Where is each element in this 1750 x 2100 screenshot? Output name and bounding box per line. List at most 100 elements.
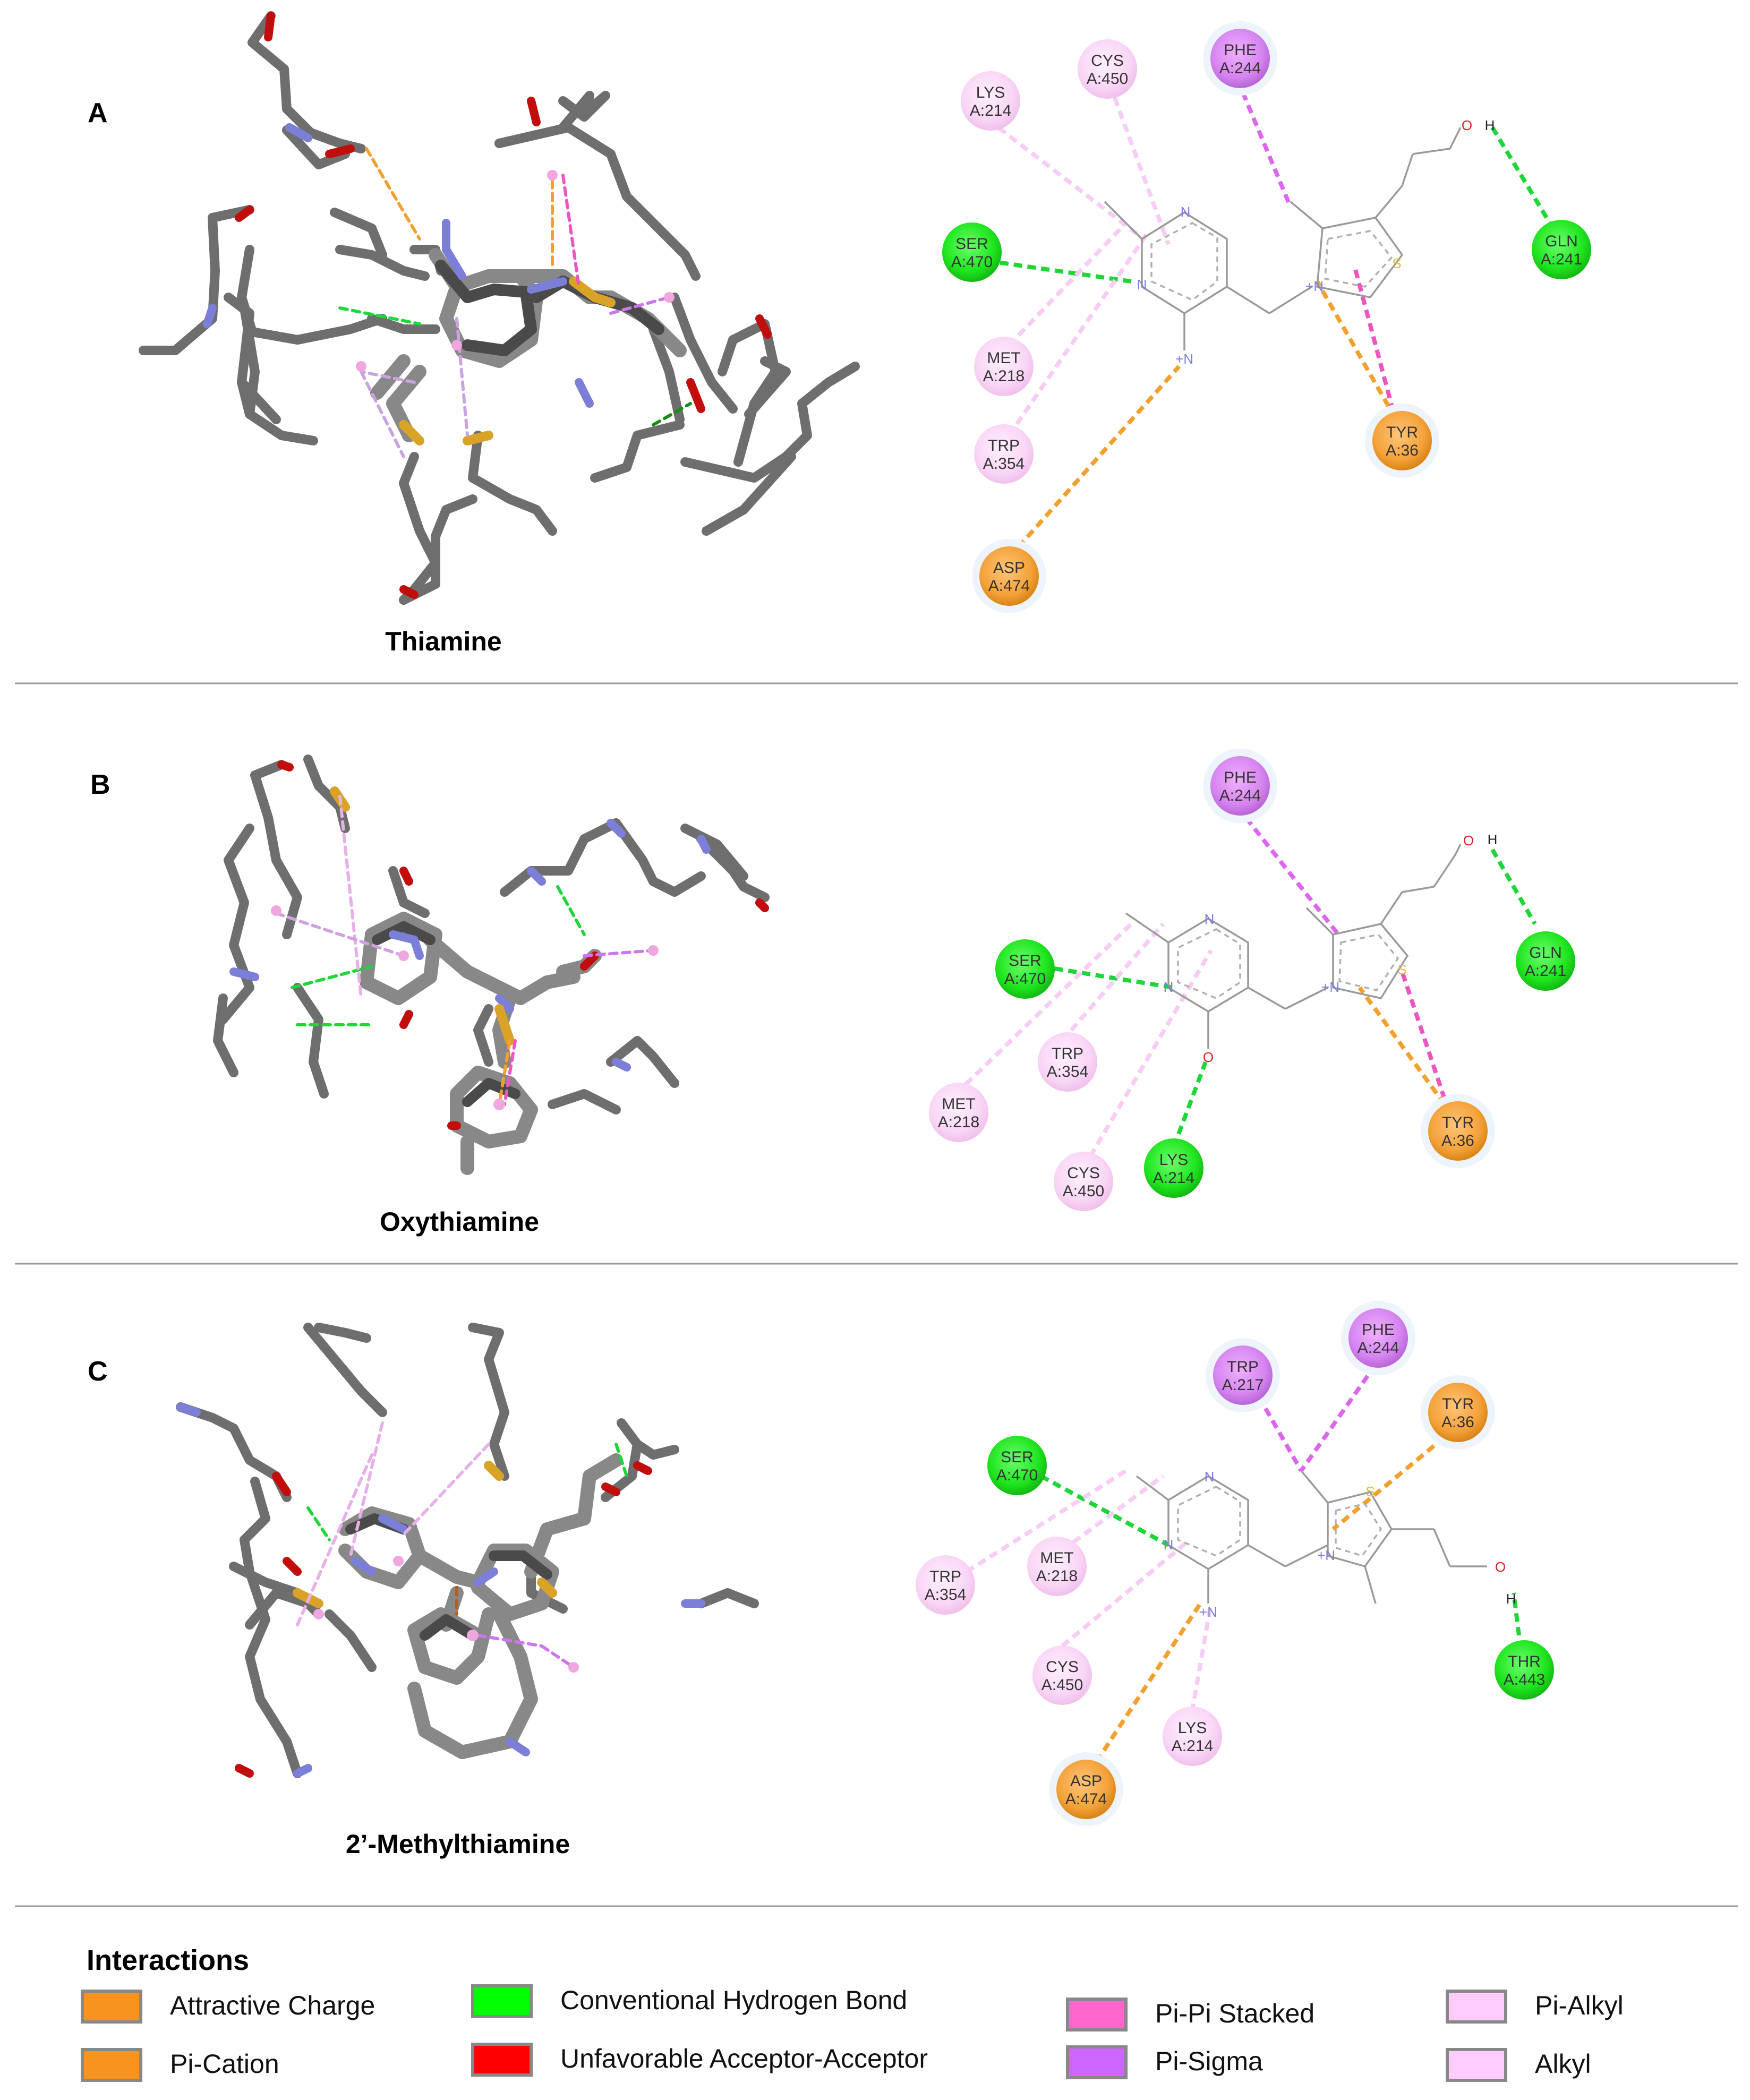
legend-item-pi-sigma: Pi-Sigma — [1066, 2045, 1263, 2079]
panel-a-residues: LYSA:214CYSA:450PHEA:244SERA:470GLNA:241… — [942, 21, 1591, 613]
panel-b-2d-map: N N O +N S O H PHEA:244SERA:470GLNA:241T… — [929, 749, 1575, 1211]
panel-a-2d-map: N N +N +N S O H LYSA:214CYSA:450PHEA:244… — [942, 21, 1591, 613]
residue-id: A:36 — [1386, 442, 1419, 459]
panel-letter-c: C — [88, 1356, 108, 1387]
atom-h-b: H — [1488, 832, 1498, 847]
residue-id: A:244 — [1219, 787, 1261, 804]
residue-id: A:354 — [925, 1586, 966, 1604]
panel-c-3d-render — [176, 1323, 759, 1778]
residue-name: LYS — [976, 84, 1005, 101]
residue-id: A:36 — [1441, 1413, 1474, 1431]
legend-item-pi-alkyl: Pi-Alkyl — [1446, 1990, 1624, 2024]
residue-disc — [1163, 1707, 1222, 1766]
atom-n2-b: N — [1164, 979, 1174, 995]
link-phe244-b — [1235, 805, 1341, 936]
residue-disc — [1213, 1345, 1273, 1405]
legend-item-attractive-charge: Attractive Charge — [81, 1990, 375, 2024]
residue-name: ASP — [1070, 1772, 1102, 1790]
residue-name: TRP — [1052, 1045, 1083, 1062]
panel-letter-a: A — [88, 98, 108, 128]
legend-label: Pi-Sigma — [1155, 2046, 1263, 2076]
residue-id: A:241 — [1541, 251, 1582, 268]
legend-label: Attractive Charge — [170, 1991, 375, 2020]
residue-id: A:354 — [983, 455, 1025, 473]
atom-o: O — [1462, 117, 1472, 133]
link-trp354-c — [965, 1469, 1128, 1574]
atom-thz-s-b: S — [1397, 962, 1406, 978]
panel-c-2d-map: N N +N +N S O H TRPA:217PHEA:244TYRA:36S… — [916, 1301, 1554, 1827]
panel-a-3d-render — [139, 11, 860, 605]
link-trp354 — [1007, 232, 1149, 437]
atom-o-c: O — [1495, 1559, 1506, 1575]
atom-n1-c: N — [1205, 1469, 1215, 1485]
residue-name: THR — [1508, 1653, 1541, 1670]
residue-disc — [929, 1083, 988, 1142]
link-met218 — [1008, 221, 1128, 347]
panel-b-residues: PHEA:244SERA:470GLNA:241TRPA:354META:218… — [929, 749, 1575, 1211]
legend-title: Interactions — [87, 1944, 249, 1976]
residue-name: GLN — [1529, 944, 1562, 962]
link-ser470-c — [1040, 1474, 1169, 1547]
residue-disc — [916, 1555, 975, 1615]
link-phe244 — [1235, 79, 1293, 208]
residue-name: PHE — [1224, 41, 1257, 59]
residue-disc — [1038, 1032, 1097, 1092]
link-tyr36-c — [1331, 1426, 1457, 1531]
residue-disc — [1516, 931, 1575, 991]
residue-disc — [1144, 1138, 1203, 1198]
residue-id: A:218 — [1036, 1567, 1078, 1585]
residue-id: A:474 — [1065, 1790, 1107, 1808]
residue-id: A:244 — [1219, 59, 1261, 77]
legend-swatch — [81, 2048, 142, 2082]
residue-name: MET — [987, 349, 1020, 367]
residue-name: PHE — [1224, 769, 1257, 786]
link-cys450-b — [1081, 949, 1213, 1170]
legend-label: Alkyl — [1535, 2049, 1591, 2079]
atom-h-c: H — [1506, 1591, 1516, 1607]
residue-id: A:450 — [1063, 1182, 1104, 1200]
link-lys214-b — [1172, 1061, 1208, 1148]
panel-letter-b: B — [90, 769, 110, 800]
residue-disc — [1078, 39, 1137, 99]
residue-name: CYS — [1091, 52, 1124, 70]
residue-id: A:217 — [1222, 1376, 1264, 1394]
residue-disc — [1210, 756, 1270, 816]
link-tyr36-b1 — [1358, 986, 1447, 1106]
residue-disc — [1428, 1101, 1488, 1161]
residue-id: A:214 — [970, 102, 1011, 119]
residue-id: A:241 — [1525, 962, 1566, 980]
link-asp474 — [1008, 365, 1181, 559]
link-trp217-c — [1257, 1395, 1303, 1472]
residue-disc — [942, 222, 1002, 282]
link-ser470-b — [1040, 964, 1174, 990]
atom-o-b: O — [1463, 833, 1474, 848]
residue-id: A:214 — [1153, 1169, 1194, 1187]
legend-swatch — [471, 1984, 533, 2018]
residue-name: ASP — [993, 559, 1025, 577]
legend-item-alkyl: Alkyl — [1446, 2048, 1591, 2082]
residue-id: A:470 — [1004, 970, 1046, 988]
residue-id: A:470 — [996, 1467, 1038, 1484]
legend-swatch — [81, 1990, 142, 2024]
atom-amine-c: +N — [1199, 1604, 1217, 1620]
residue-id: A:474 — [988, 577, 1030, 595]
residue-id: A:36 — [1441, 1132, 1474, 1150]
legend-item-unfavorable-acceptor-acceptor: Unfavorable Acceptor-Acceptor — [471, 2043, 928, 2077]
